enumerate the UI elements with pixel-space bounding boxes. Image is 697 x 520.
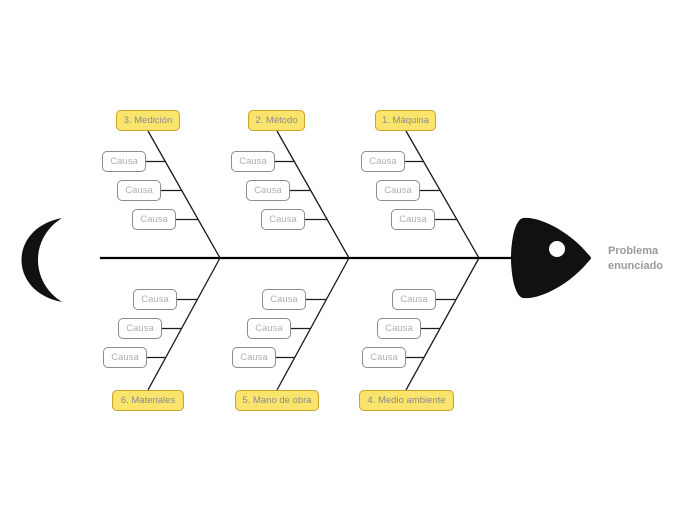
bone-medicion xyxy=(147,130,221,259)
cause-box-metodo-1[interactable]: Causa xyxy=(231,151,275,172)
cause-box-medicion-1[interactable]: Causa xyxy=(102,151,146,172)
category-box-maquina[interactable]: 1. Máquina xyxy=(375,110,436,131)
cause-box-mano-de-obra-3[interactable]: Causa xyxy=(232,347,276,368)
cause-box-materiales-1[interactable]: Causa xyxy=(133,289,177,310)
cause-box-maquina-3[interactable]: Causa xyxy=(391,209,435,230)
cause-box-medio-ambiente-2[interactable]: Causa xyxy=(377,318,421,339)
problem-statement-line-2: enunciado xyxy=(608,260,664,272)
cause-box-medio-ambiente-1[interactable]: Causa xyxy=(392,289,436,310)
cause-box-maquina-1[interactable]: Causa xyxy=(361,151,405,172)
cause-box-metodo-2[interactable]: Causa xyxy=(246,180,290,201)
category-box-mano-de-obra[interactable]: 5. Mano de obra xyxy=(235,390,319,411)
fish-head-icon xyxy=(511,217,591,299)
cause-box-maquina-2[interactable]: Causa xyxy=(376,180,420,201)
cause-box-mano-de-obra-2[interactable]: Causa xyxy=(247,318,291,339)
category-box-materiales[interactable]: 6. Materiales xyxy=(112,390,184,411)
cause-box-mano-de-obra-1[interactable]: Causa xyxy=(262,289,306,310)
cause-box-medicion-2[interactable]: Causa xyxy=(117,180,161,201)
fish-tail-icon xyxy=(21,218,62,302)
bones-layer xyxy=(146,130,480,391)
bone-mano-de-obra xyxy=(276,257,350,391)
problem-statement-line-1: Problema xyxy=(608,245,659,257)
cause-box-materiales-2[interactable]: Causa xyxy=(118,318,162,339)
cause-box-medicion-3[interactable]: Causa xyxy=(132,209,176,230)
category-box-medicion[interactable]: 3. Medición xyxy=(116,110,180,131)
bone-medio-ambiente xyxy=(405,257,480,391)
category-box-medio-ambiente[interactable]: 4. Medio ambiente xyxy=(359,390,454,411)
cause-box-metodo-3[interactable]: Causa xyxy=(261,209,305,230)
cause-box-medio-ambiente-3[interactable]: Causa xyxy=(362,347,406,368)
bone-materiales xyxy=(147,257,221,391)
problem-statement-label: Problema enunciado xyxy=(608,244,692,274)
cause-box-materiales-3[interactable]: Causa xyxy=(103,347,147,368)
category-box-metodo[interactable]: 2. Método xyxy=(248,110,305,131)
bone-metodo xyxy=(276,130,350,259)
bone-maquina xyxy=(405,130,480,259)
